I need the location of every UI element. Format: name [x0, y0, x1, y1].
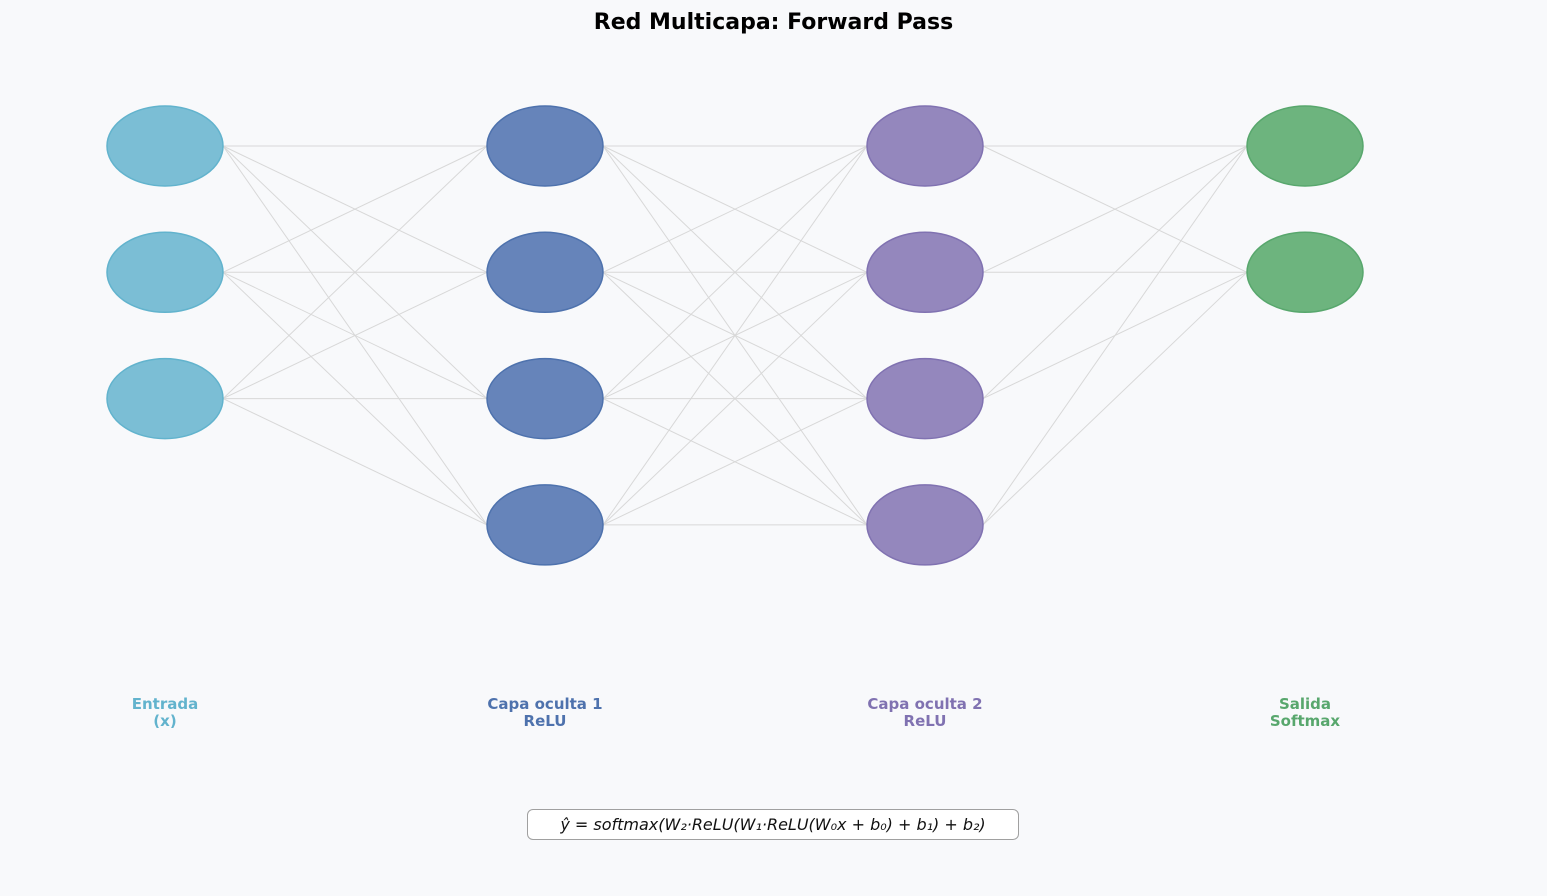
- layer-label-input: Entrada (x): [55, 696, 275, 730]
- neuron-layer3-0: [1246, 105, 1364, 187]
- connection-l1n2-l2n0: [602, 145, 868, 399]
- layer-label-output: Salida Softmax: [1195, 696, 1415, 730]
- layer-label-hidden-2-line1: Capa oculta 2: [867, 695, 983, 713]
- connection-l2n3-l3n1: [982, 271, 1248, 526]
- connection-l1n3-l2n0: [602, 145, 868, 526]
- connection-l0n1-l1n0: [222, 145, 488, 273]
- diagram-title: Red Multicapa: Forward Pass: [593, 10, 954, 35]
- connection-l0n2-l1n1: [222, 271, 488, 400]
- connection-l1n3-l2n1: [602, 271, 868, 526]
- connection-l2n1-l3n0: [982, 145, 1248, 273]
- formula-text: ŷ = softmax(W₂·ReLU(W₁·ReLU(W₀x + b₀) + …: [560, 815, 986, 834]
- layer-label-hidden-2: Capa oculta 2 ReLU: [815, 696, 1035, 730]
- layer-label-hidden-1-line1: Capa oculta 1: [487, 695, 603, 713]
- connection-l1n1-l2n0: [602, 145, 868, 273]
- layer-label-output-line2: Softmax: [1269, 712, 1341, 730]
- neuron-layer2-3: [866, 484, 984, 566]
- connection-l0n2-l1n0: [222, 145, 488, 399]
- neuron-layer1-2: [486, 357, 604, 440]
- connection-l1n3-l2n2: [602, 398, 868, 526]
- layer-label-output-line1: Salida: [1278, 695, 1332, 713]
- neuron-layer2-2: [866, 357, 984, 440]
- neuron-layer3-1: [1246, 231, 1364, 314]
- connections-group: [222, 145, 1248, 526]
- neuron-layer2-0: [866, 105, 984, 187]
- connection-l2n2-l3n0: [982, 145, 1248, 399]
- neuron-layer0-1: [106, 231, 224, 314]
- neuron-layer1-0: [486, 105, 604, 187]
- formula-box: ŷ = softmax(W₂·ReLU(W₁·ReLU(W₀x + b₀) + …: [527, 809, 1019, 840]
- layer-label-hidden-2-line2: ReLU: [903, 712, 947, 730]
- neurons-group: [106, 105, 1364, 566]
- neuron-layer0-0: [106, 105, 224, 187]
- neuron-layer1-3: [486, 484, 604, 566]
- layer-label-input-line2: (x): [153, 712, 177, 730]
- layer-label-hidden-1-line2: ReLU: [523, 712, 567, 730]
- layer-label-input-line1: Entrada: [131, 695, 199, 713]
- neuron-layer1-1: [486, 231, 604, 314]
- neuron-layer2-1: [866, 231, 984, 314]
- connection-l0n2-l1n3: [222, 398, 488, 526]
- neuron-layer0-2: [106, 357, 224, 440]
- connection-l2n3-l3n0: [982, 145, 1248, 526]
- layer-label-hidden-1: Capa oculta 1 ReLU: [435, 696, 655, 730]
